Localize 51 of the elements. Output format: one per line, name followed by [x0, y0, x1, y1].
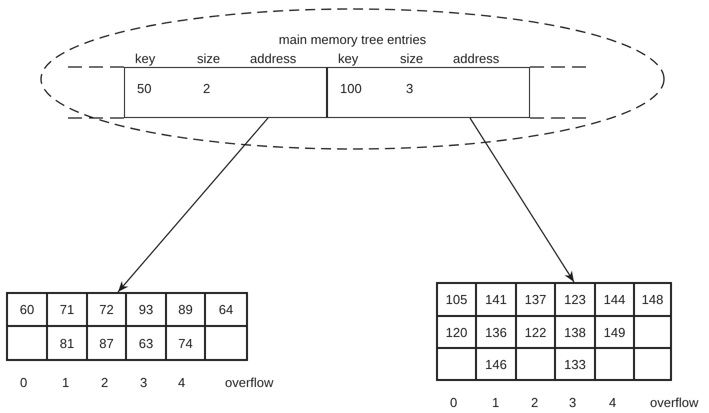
- bucket-table: [7, 293, 247, 360]
- column-header: size: [197, 51, 220, 66]
- table-cell: 93: [126, 293, 166, 326]
- bucket-index: overflow: [650, 395, 698, 410]
- table-cell: 72: [87, 293, 126, 326]
- bucket-index: 1: [492, 395, 500, 410]
- table-cell: 138: [555, 316, 595, 348]
- column-header: size: [400, 51, 424, 66]
- table-cell: 133: [555, 348, 595, 380]
- entry-value: 50: [137, 81, 152, 96]
- bucket-index: 3: [140, 375, 148, 390]
- table-cell: 137: [516, 283, 555, 316]
- table-cell: 105: [437, 283, 476, 316]
- table-cell: 141: [476, 283, 516, 316]
- table-cell: 120: [437, 316, 476, 348]
- entry-value: 100: [340, 81, 362, 96]
- table-cell: 64: [205, 293, 247, 326]
- table-cell: 122: [516, 316, 555, 348]
- table-cell: 146: [476, 348, 516, 380]
- entry-value: 3: [406, 81, 414, 96]
- table-cell: 136: [476, 316, 516, 348]
- column-header: address: [250, 51, 296, 66]
- column-header: key: [338, 51, 358, 66]
- table-cell: 81: [47, 326, 87, 360]
- arrow: [470, 118, 574, 282]
- column-header: key: [135, 51, 156, 66]
- column-header: address: [453, 51, 500, 66]
- bucket-index: 0: [450, 395, 458, 410]
- memory-ellipse: [40, 8, 665, 150]
- table-cell: 71: [47, 293, 87, 326]
- table-cell: 89: [166, 293, 205, 326]
- table-cell: 144: [595, 283, 634, 316]
- bucket-index: 4: [178, 375, 186, 390]
- bucket-index: 0: [20, 375, 28, 390]
- table-cell: 87: [87, 326, 126, 360]
- table-cell: 148: [634, 283, 671, 316]
- arrow: [118, 118, 268, 292]
- table-cell: 123: [555, 283, 595, 316]
- bucket-index: 2: [101, 375, 108, 390]
- bucket-index: 1: [62, 375, 70, 390]
- bucket-index: overflow: [225, 375, 274, 390]
- bucket-index: 3: [569, 395, 576, 410]
- table-cell: 149: [595, 316, 634, 348]
- bucket-table: [437, 283, 671, 380]
- table-cell: 63: [126, 326, 166, 360]
- table-cell: 60: [7, 293, 47, 326]
- entry-value: 2: [203, 81, 210, 96]
- bucket-index: 4: [609, 395, 616, 410]
- bucket-index: 2: [531, 395, 538, 410]
- heading: main memory tree entries: [278, 32, 428, 47]
- table-cell: 74: [166, 326, 205, 360]
